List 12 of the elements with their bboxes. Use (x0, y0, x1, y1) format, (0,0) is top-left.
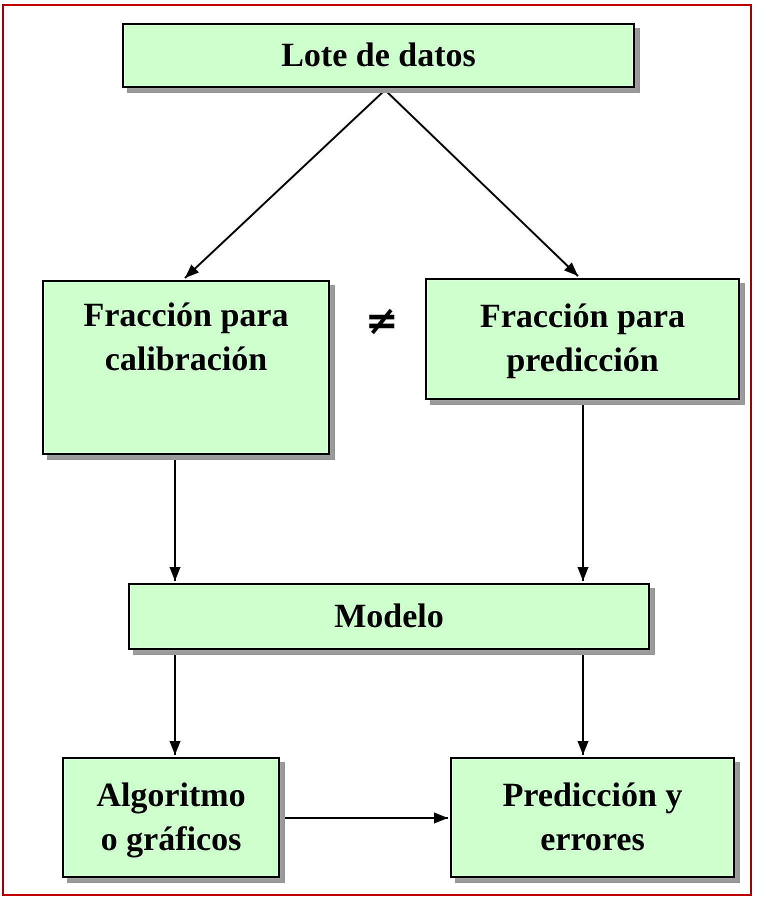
box-label: Predicción y errores (502, 776, 684, 860)
arrow (577, 652, 589, 755)
box-label: Lote de datos (281, 36, 476, 76)
box-label: Algoritmo o gráficos (95, 776, 247, 860)
box-label: Fracción para predicción (479, 297, 686, 381)
arrow (169, 652, 181, 755)
box-label: Fracción para calibración (82, 296, 290, 380)
arrow (577, 402, 589, 581)
arrow (282, 812, 448, 824)
box-label: Modelo (334, 596, 444, 636)
not-equal-sign: ≠ (365, 298, 399, 344)
arrow (169, 457, 181, 581)
